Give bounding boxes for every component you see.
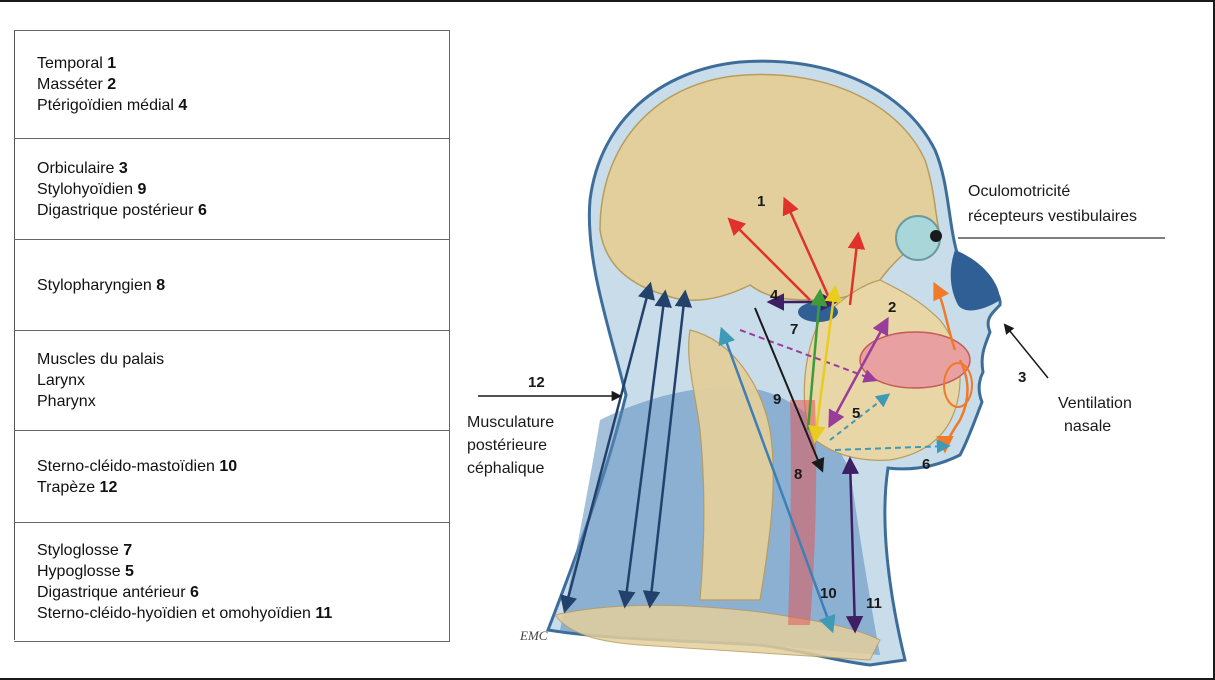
- muscle-entry: Orbiculaire 3: [37, 158, 449, 179]
- muscle-name: Stylopharyngien: [37, 277, 156, 294]
- muscle-name: Styloglosse: [37, 542, 123, 559]
- oculo-label-line1: Oculomotricité: [968, 183, 1070, 200]
- muscle-number: 3: [119, 160, 128, 177]
- posterior-label-line2: postérieure: [467, 437, 547, 454]
- posterior-number: 12: [528, 374, 545, 391]
- muscle-number: 4: [178, 97, 187, 114]
- muscle-number: 7: [123, 542, 132, 559]
- marker-4: 4: [770, 287, 779, 304]
- muscle-name: Masséter: [37, 76, 107, 93]
- muscle-name: Digastrique postérieur: [37, 202, 198, 219]
- muscle-group: Styloglosse 7 Hypoglosse 5 Digastrique a…: [14, 523, 449, 641]
- muscle-number: 12: [100, 479, 118, 496]
- marker-6: 6: [922, 456, 930, 473]
- muscle-group: Muscles du palais Larynx Pharynx: [14, 331, 449, 431]
- muscle-entry: Trapèze 12: [37, 477, 449, 498]
- muscle-number: 10: [219, 458, 237, 475]
- muscle-group: Temporal 1 Masséter 2 Ptérigoïdien média…: [14, 31, 449, 139]
- marker-2: 2: [888, 299, 896, 316]
- muscle-entry: Larynx: [37, 370, 449, 391]
- muscle-name: Sterno-cléido-hyoïdien et omohyoïdien: [37, 605, 315, 622]
- head-neck-illustration: 1 2 3 4 5 6 7 8 9 10 11 Oculomotricité r…: [450, 30, 1215, 680]
- muscle-entry: Masséter 2: [37, 74, 449, 95]
- muscle-number: 8: [156, 277, 165, 294]
- muscle-entry: Pharynx: [37, 391, 449, 412]
- muscle-number: 11: [315, 605, 332, 622]
- muscle-entry: Sterno-cléido-hyoïdien et omohyoïdien 11: [37, 603, 449, 624]
- muscle-group: Stylopharyngien 8: [14, 240, 449, 331]
- muscle-entry: Digastrique postérieur 6: [37, 200, 449, 221]
- muscle-number: 6: [198, 202, 207, 219]
- muscle-table: Temporal 1 Masséter 2 Ptérigoïdien média…: [14, 30, 450, 642]
- ventilation-label-line1: Ventilation: [1058, 395, 1132, 412]
- muscle-entry: Stylohyoïdien 9: [37, 179, 449, 200]
- marker-5: 5: [852, 405, 860, 422]
- posterior-label-line1: Musculature: [467, 414, 554, 431]
- marker-3: 3: [1018, 369, 1026, 386]
- muscle-group: Sterno-cléido-mastoïdien 10 Trapèze 12: [14, 431, 449, 523]
- muscle-number: 9: [138, 181, 147, 198]
- muscle-group: Orbiculaire 3 Stylohyoïdien 9 Digastriqu…: [14, 139, 449, 240]
- eye-pupil: [930, 230, 942, 242]
- posterior-label-line3: céphalique: [467, 460, 545, 477]
- muscle-name: Larynx: [37, 372, 85, 389]
- muscle-name: Temporal: [37, 55, 107, 72]
- muscle-name: Digastrique antérieur: [37, 584, 190, 601]
- muscle-name: Pharynx: [37, 393, 96, 410]
- muscle-entry: Temporal 1: [37, 53, 449, 74]
- marker-8: 8: [794, 466, 802, 483]
- nasal-cavity: [951, 250, 1000, 310]
- muscle-name: Orbiculaire: [37, 160, 119, 177]
- muscle-entry: Ptérigoïdien médial 4: [37, 95, 449, 116]
- muscle-name: Trapèze: [37, 479, 100, 496]
- muscle-name: Stylohyoïdien: [37, 181, 138, 198]
- ventilation-label-line2: nasale: [1064, 418, 1111, 435]
- muscle-entry: Digastrique antérieur 6: [37, 582, 449, 603]
- muscle-entry: Sterno-cléido-mastoïdien 10: [37, 456, 449, 477]
- muscle-name: Sterno-cléido-mastoïdien: [37, 458, 219, 475]
- muscle-number: 1: [107, 55, 116, 72]
- muscle-name: Hypoglosse: [37, 563, 125, 580]
- pharynx: [788, 400, 816, 625]
- muscle-number: 2: [107, 76, 116, 93]
- marker-11: 11: [866, 595, 882, 612]
- marker-10: 10: [820, 585, 837, 602]
- signature: EMC: [519, 628, 548, 643]
- muscle-name: Ptérigoïdien médial: [37, 97, 178, 114]
- ventilation-pointer: [1005, 325, 1048, 378]
- muscle-name: Muscles du palais: [37, 351, 164, 368]
- marker-7: 7: [790, 321, 798, 338]
- muscle-entry: Styloglosse 7: [37, 540, 449, 561]
- marker-9: 9: [773, 391, 781, 408]
- muscle-number: 5: [125, 563, 134, 580]
- marker-1: 1: [757, 193, 765, 210]
- muscle-entry: Hypoglosse 5: [37, 561, 449, 582]
- muscle-number: 6: [190, 584, 199, 601]
- muscle-entry: Muscles du palais: [37, 349, 449, 370]
- oculo-label-line2: récepteurs vestibulaires: [968, 208, 1137, 225]
- muscle-entry: Stylopharyngien 8: [37, 275, 449, 296]
